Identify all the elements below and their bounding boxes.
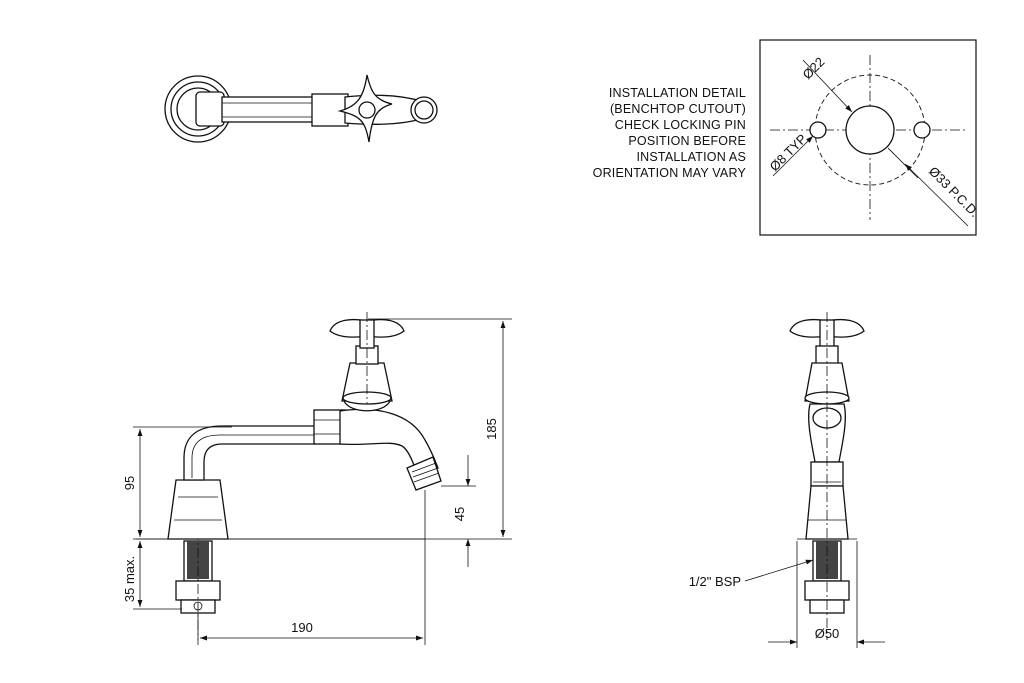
- outlet-height-label: 45: [452, 507, 467, 521]
- reach-label: 190: [291, 620, 313, 635]
- shank-length-label: 35 max.: [122, 556, 137, 602]
- note-line-5: INSTALLATION AS: [636, 150, 746, 164]
- side-elevation: 185 95 35 max. 45 190: [122, 312, 512, 645]
- overall-height-label: 185: [484, 418, 499, 440]
- note-line-3: CHECK LOCKING PIN: [615, 118, 746, 132]
- plan-view: [164, 74, 438, 143]
- note-line-1: INSTALLATION DETAIL: [609, 86, 746, 100]
- installation-note: INSTALLATION DETAIL (BENCHTOP CUTOUT) CH…: [593, 86, 747, 180]
- note-line-4: POSITION BEFORE: [628, 134, 746, 148]
- base-diameter-label: Ø50: [815, 626, 840, 641]
- benchtop-cutout-detail: Ø22 Ø8 TYP Ø33 P.C.D.: [759, 39, 982, 236]
- note-line-6: ORIENTATION MAY VARY: [593, 166, 747, 180]
- spout-height-label: 95: [122, 476, 137, 490]
- front-elevation: 1/2" BSP Ø50: [689, 312, 885, 648]
- note-line-2: (BENCHTOP CUTOUT): [610, 102, 746, 116]
- thread-label: 1/2" BSP: [689, 574, 741, 589]
